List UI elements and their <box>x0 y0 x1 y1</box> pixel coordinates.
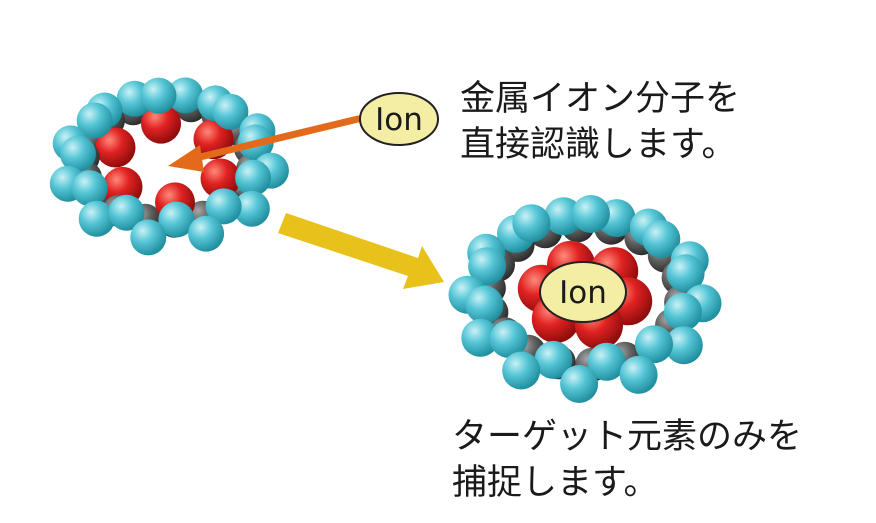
oxygen-atom <box>141 103 181 144</box>
hydrogen-atom <box>512 204 551 243</box>
caption-top-line1: 金属イオン分子を <box>460 79 741 119</box>
caption-bottom-line2: 捕捉します。 <box>452 463 659 503</box>
ion-free-label: Ion <box>375 102 423 138</box>
hydrogen-atom <box>534 340 573 379</box>
hydrogen-atom <box>664 326 703 365</box>
hydrogen-atom <box>205 188 242 225</box>
hydrogen-atom <box>78 200 115 237</box>
hydrogen-atom <box>663 292 702 331</box>
caption-target-capture: ターゲット元素のみを 捕捉します。 <box>452 414 802 506</box>
hydrogen-atom <box>158 201 195 238</box>
oxygen-atom <box>95 127 136 168</box>
hydrogen-atom <box>489 320 528 358</box>
yellow-arrow <box>278 213 444 289</box>
hydrogen-atom <box>560 365 599 403</box>
hydrogen-atom <box>188 215 225 252</box>
hydrogen-atom <box>465 285 504 324</box>
hydrogen-atom <box>108 194 145 231</box>
hydrogen-atom <box>642 220 681 258</box>
hydrogen-atom <box>233 190 270 227</box>
hydrogen-atom <box>212 93 249 130</box>
hydrogen-atom <box>635 325 673 364</box>
hydrogen-atom <box>140 77 177 114</box>
hydrogen-atom <box>60 135 96 172</box>
hydrogen-atom <box>571 195 610 233</box>
hydrogen-atom <box>71 170 108 207</box>
oxygen-atom <box>200 158 241 199</box>
caption-top-line2: 直接認識します。 <box>460 125 737 165</box>
crown-ether-molecule-open <box>49 77 289 256</box>
ion-free: Ion <box>359 92 439 146</box>
hydrogen-atom <box>666 254 705 293</box>
hydrogen-atom <box>502 351 541 390</box>
caption-bottom-line1: ターゲット元素のみを <box>452 417 803 457</box>
hydrogen-atom <box>619 355 658 394</box>
hydrogen-atom <box>76 102 113 139</box>
hydrogen-atom <box>235 159 272 196</box>
orange-arrow <box>168 115 362 172</box>
caption-direct-recognition: 金属イオン分子を 直接認識します。 <box>460 76 740 168</box>
hydrogen-atom <box>587 342 626 381</box>
hydrogen-atom <box>468 247 507 286</box>
hydrogen-atom <box>461 318 500 357</box>
ion-bound-label: Ion <box>559 275 607 311</box>
hydrogen-atom <box>167 77 204 114</box>
ion-bound: Ion <box>539 261 627 323</box>
hydrogen-atom <box>130 219 167 256</box>
hydrogen-atom <box>544 197 583 236</box>
